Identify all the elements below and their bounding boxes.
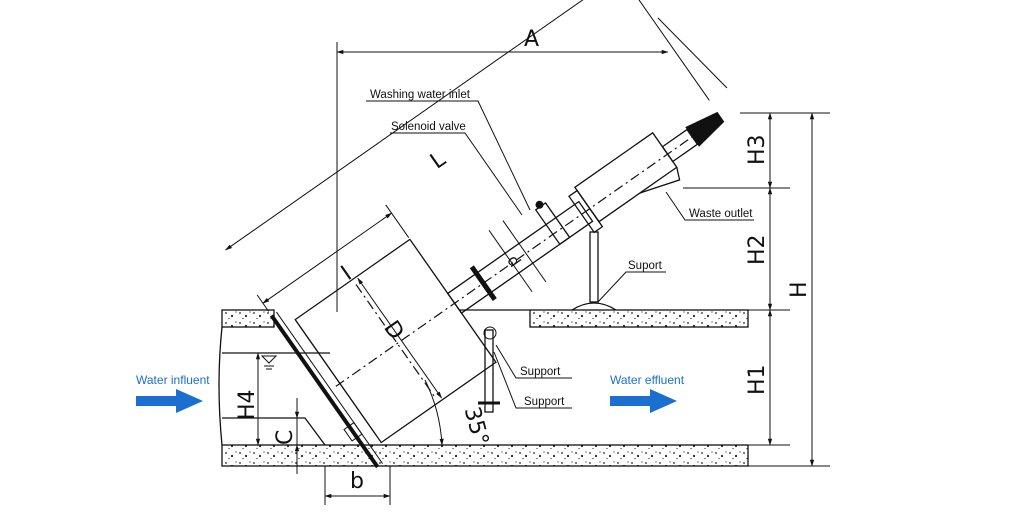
right-upper-slab <box>529 309 749 328</box>
callouts: Washing water inlet Solenoid valve Waste… <box>366 89 754 409</box>
support-post <box>571 231 617 311</box>
dim-h4-label: H4 <box>235 389 260 420</box>
screen-plate <box>269 314 380 469</box>
waste-outlet-housing <box>573 131 678 223</box>
height-dimensions: H3 H2 H1 H <box>683 112 830 467</box>
water-level-symbol <box>260 355 278 370</box>
inlet-step <box>222 417 326 446</box>
lower-support <box>478 326 500 413</box>
dim-a-label: A <box>524 27 539 52</box>
dim-l-label: L <box>426 146 451 174</box>
washing-water-inlet-label: Washing water inlet <box>370 89 471 101</box>
effluent-arrow-icon <box>610 389 677 413</box>
solenoid-valve-label: Solenoid valve <box>391 121 466 133</box>
support-label-2: Support <box>524 396 565 408</box>
dimension-a: A <box>336 17 728 312</box>
channel-floor-slab <box>221 444 749 467</box>
center-axis <box>335 122 714 387</box>
dim-h3-label: H3 <box>745 134 770 165</box>
dim-h1-label: H1 <box>745 364 770 395</box>
water-influent: Water influent <box>136 373 210 413</box>
water-effluent-label: Water effluent <box>610 373 685 387</box>
influent-arrow-icon <box>136 389 203 413</box>
dim-h2-label: H2 <box>745 234 770 265</box>
left-upper-slab <box>221 309 275 328</box>
dim-d-label: D <box>378 316 408 344</box>
support-label-1: Support <box>520 366 561 378</box>
dim-h-label: H <box>787 281 812 298</box>
dim-i-label: I <box>337 262 357 286</box>
water-influent-label: Water influent <box>136 373 210 387</box>
channel-structure <box>218 309 749 467</box>
water-effluent: Water effluent <box>610 373 685 413</box>
dim-b-label: b <box>350 469 364 494</box>
angle-label: 35° <box>459 404 493 448</box>
angle-arc <box>424 379 444 446</box>
suport-label: Suport <box>628 260 663 272</box>
motor-cone <box>685 111 725 147</box>
waste-outlet-label: Waste outlet <box>689 208 753 220</box>
screw-screen-machine <box>225 0 725 469</box>
left-dimensions: H4 C b <box>235 352 391 505</box>
dim-c-label: C <box>273 430 298 445</box>
channel-left-wall <box>218 326 223 446</box>
